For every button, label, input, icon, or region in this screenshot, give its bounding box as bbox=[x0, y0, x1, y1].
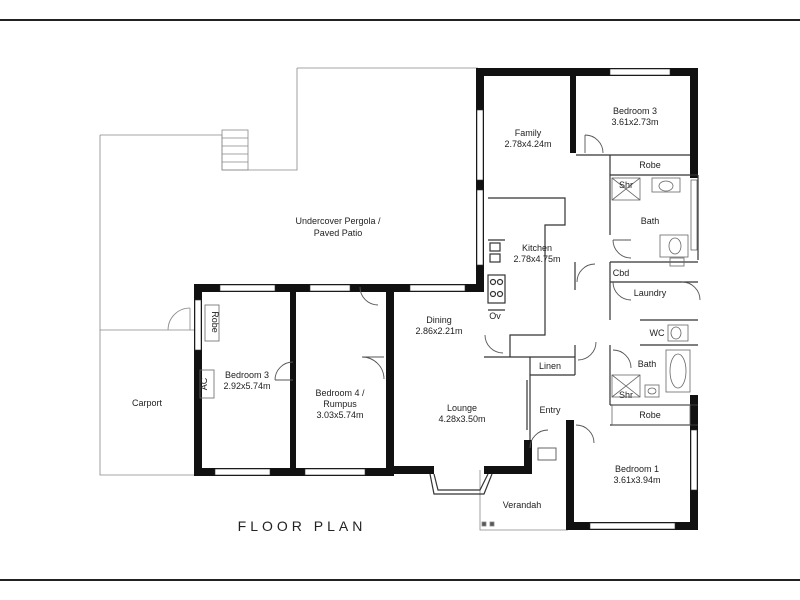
entry-label: Entry bbox=[539, 405, 561, 415]
kitchen-name: Kitchen bbox=[522, 243, 552, 253]
dining-name: Dining bbox=[426, 315, 452, 325]
bedroom-4-size: 3.03x5.74m bbox=[316, 410, 363, 420]
linen-label: Linen bbox=[539, 361, 561, 371]
bath-top-label: Bath bbox=[641, 216, 660, 226]
laundry-label: Laundry bbox=[634, 288, 667, 298]
robe-left-label: Robe bbox=[210, 311, 220, 333]
ac-label: AC bbox=[199, 377, 209, 390]
ov-label: Ov bbox=[489, 311, 501, 321]
lounge-name: Lounge bbox=[447, 403, 477, 413]
bedroom-3-left-size: 2.92x5.74m bbox=[223, 381, 270, 391]
bedroom-3-top-size: 3.61x2.73m bbox=[611, 117, 658, 127]
shr-top-label: Shr bbox=[619, 180, 633, 190]
shr-bottom-label: Shr bbox=[619, 390, 633, 400]
doors bbox=[274, 134, 701, 461]
bedroom-3-top-name: Bedroom 3 bbox=[613, 106, 657, 116]
bedroom-1-name: Bedroom 1 bbox=[615, 464, 659, 474]
family-size: 2.78x4.24m bbox=[504, 139, 551, 149]
plan-title: FLOOR PLAN bbox=[238, 518, 367, 534]
fixtures bbox=[199, 177, 691, 426]
robe-top-label: Robe bbox=[639, 160, 661, 170]
bedroom-4-line1: Bedroom 4 / bbox=[315, 388, 365, 398]
dining-size: 2.86x2.21m bbox=[415, 326, 462, 336]
bath-bottom-label: Bath bbox=[638, 359, 657, 369]
room-labels: Bedroom 3 3.61x2.73m Family 2.78x4.24m R… bbox=[132, 106, 667, 510]
exterior-walls bbox=[194, 68, 698, 530]
carport-label: Carport bbox=[132, 398, 163, 408]
windows bbox=[194, 68, 698, 530]
pergola-line1: Undercover Pergola / bbox=[295, 216, 381, 226]
bedroom-3-left-name: Bedroom 3 bbox=[225, 370, 269, 380]
pergola-line2: Paved Patio bbox=[314, 228, 363, 238]
lounge-size: 4.28x3.50m bbox=[438, 414, 485, 424]
bedroom-1-size: 3.61x3.94m bbox=[613, 475, 660, 485]
wc-label: WC bbox=[650, 328, 665, 338]
robe-bottom-label: Robe bbox=[639, 410, 661, 420]
outdoor-outlines bbox=[99, 67, 568, 531]
family-name: Family bbox=[515, 128, 542, 138]
bedroom-4-line2: Rumpus bbox=[323, 399, 357, 409]
kitchen-size: 2.78x4.75m bbox=[513, 254, 560, 264]
cbd-label: Cbd bbox=[613, 268, 630, 278]
verandah-label: Verandah bbox=[503, 500, 542, 510]
